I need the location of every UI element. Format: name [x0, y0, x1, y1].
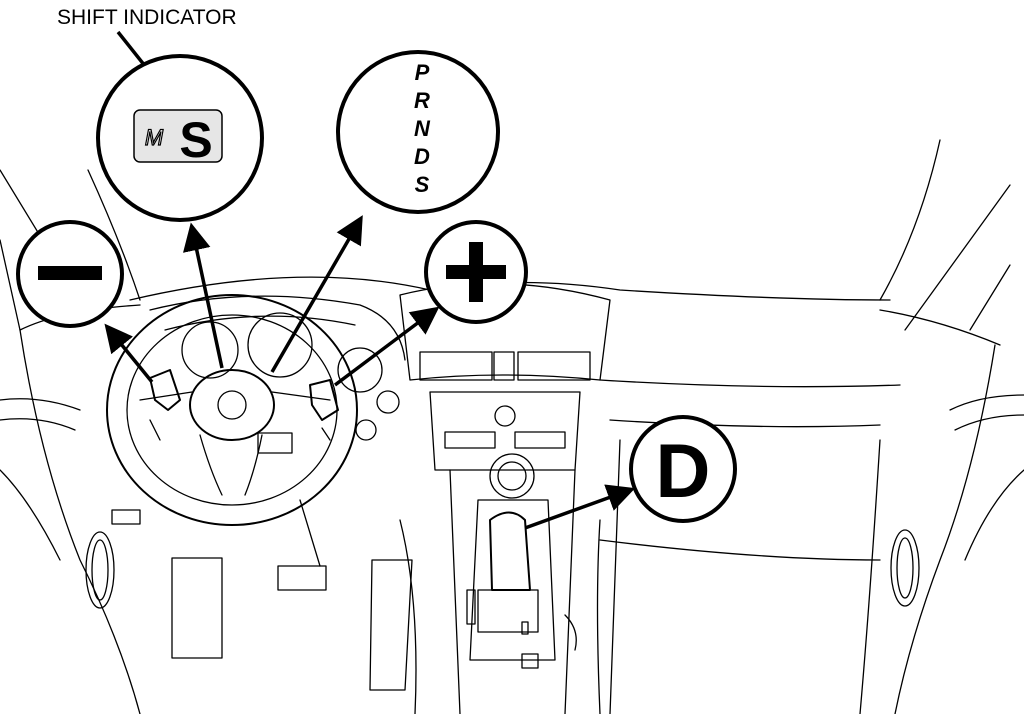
- shift-indicator-label: SHIFT INDICATOR: [57, 6, 237, 29]
- gear-position-r: R: [414, 88, 430, 113]
- arrow-icon: [524, 484, 636, 530]
- car-interior-lineart: [0, 139, 1024, 714]
- arrow-icon: [333, 306, 440, 387]
- arrow-icon: [183, 222, 224, 369]
- minus-paddle-callout: [16, 220, 124, 328]
- plus-paddle-callout: [424, 220, 528, 324]
- arrow-icon: [270, 215, 363, 373]
- gear-positions-callout: P R N D S: [336, 50, 500, 214]
- gear-position-s: S: [415, 172, 430, 197]
- indicator-mode-letter: M: [145, 125, 164, 150]
- gear-position-n: N: [414, 116, 431, 141]
- indicator-display: [133, 109, 223, 163]
- shift-indicator-callout: M S: [96, 54, 264, 222]
- minus-icon: [38, 266, 102, 280]
- indicator-gear-letter: S: [179, 112, 212, 168]
- arrow-icon: [104, 323, 154, 384]
- shifter-position-letter: D: [656, 429, 711, 514]
- gear-position-p: P: [415, 60, 430, 85]
- gear-position-d: D: [414, 144, 430, 169]
- shifter-position-callout: D: [629, 415, 737, 523]
- plus-icon: [446, 242, 506, 302]
